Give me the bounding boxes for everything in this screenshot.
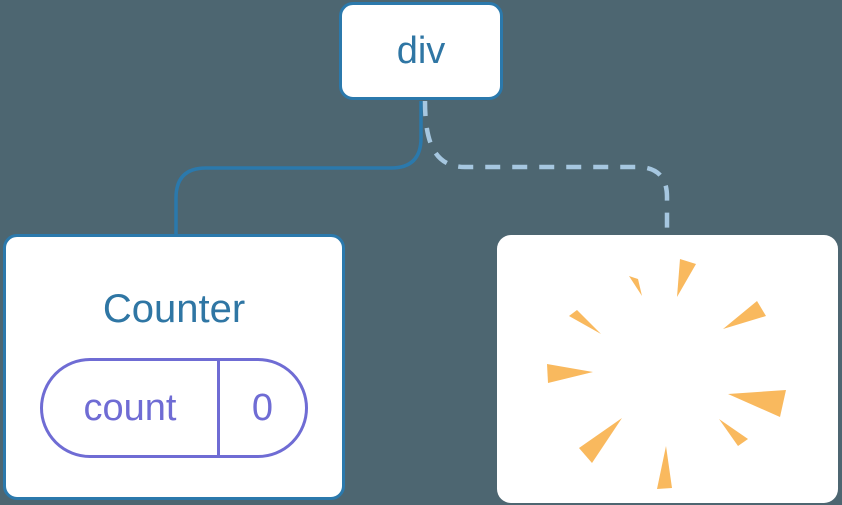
- counter-node-label: Counter: [102, 287, 246, 331]
- tree-node-counter: Counter count 0: [3, 234, 345, 500]
- tree-node-div: div: [339, 2, 503, 100]
- state-key-label: count: [43, 361, 220, 455]
- div-node-label: div: [396, 30, 446, 72]
- state-pill: count 0: [40, 358, 308, 458]
- tree-node-removed: [497, 235, 838, 503]
- solid-connector-line: [174, 101, 423, 235]
- state-value-label: 0: [251, 387, 274, 429]
- dashed-connector-line: [422, 100, 670, 236]
- poof-icon: [547, 259, 786, 489]
